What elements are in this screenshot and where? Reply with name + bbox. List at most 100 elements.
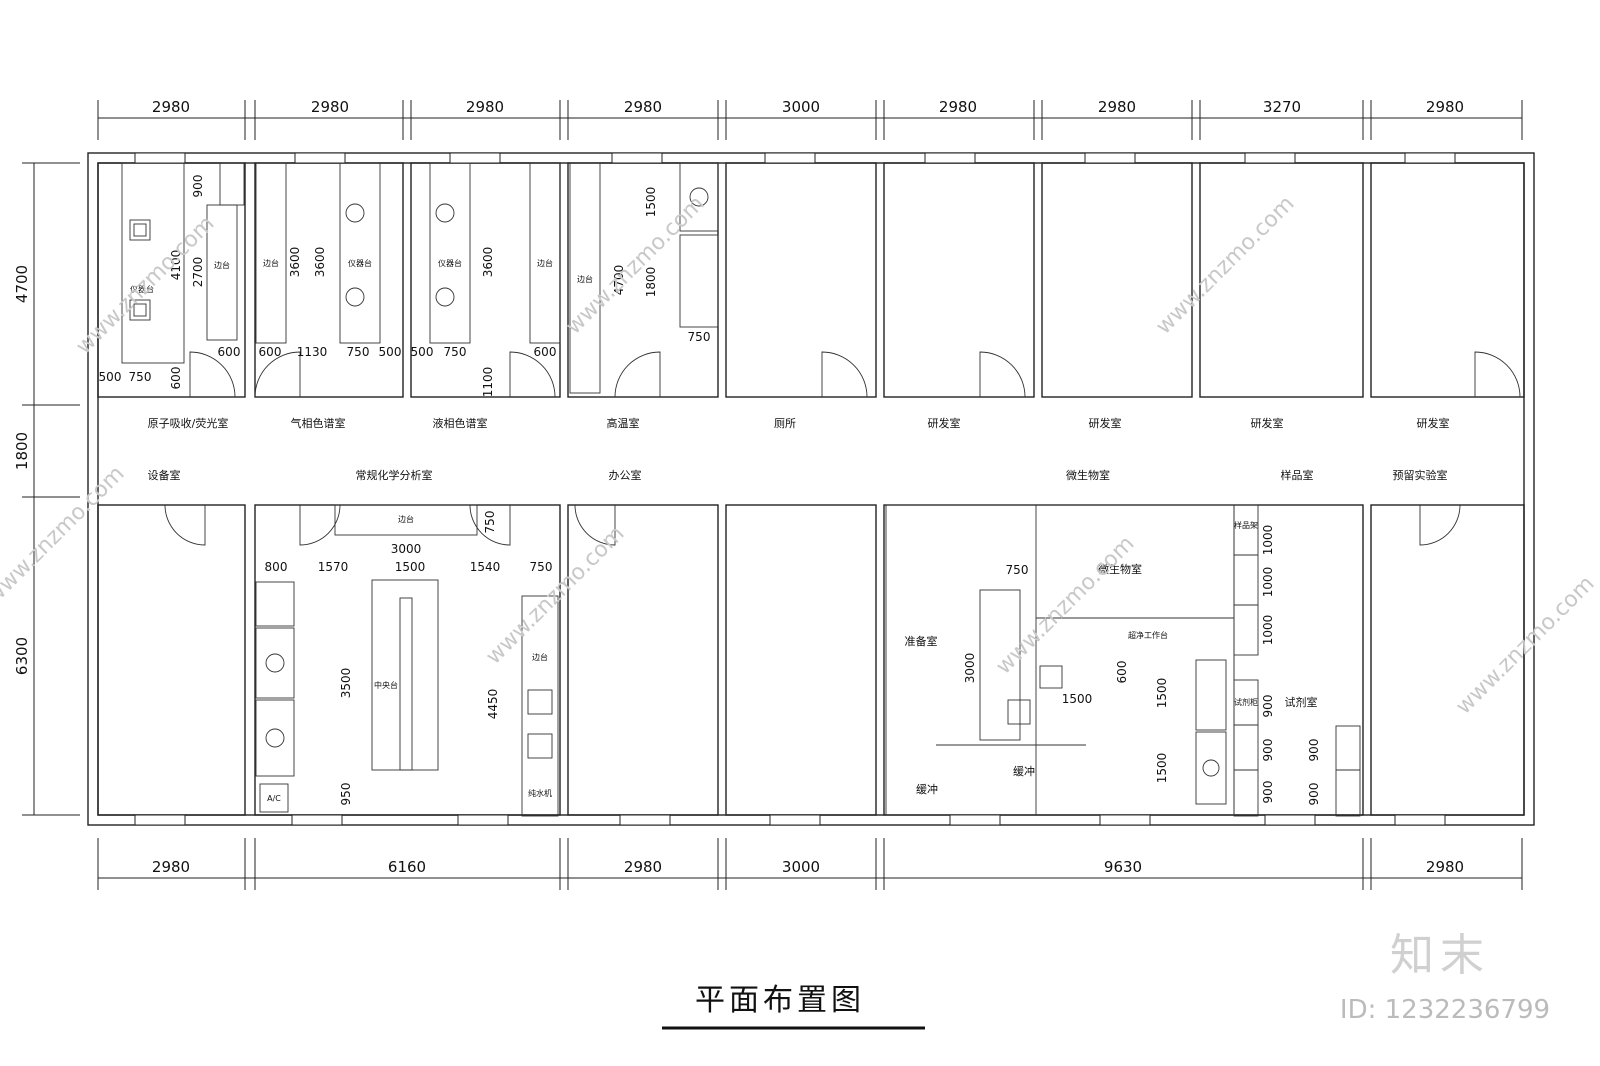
room-cell bbox=[254, 162, 404, 398]
bottom-dim-6: 2980 bbox=[1426, 858, 1464, 876]
room-rd-3: 研发室 bbox=[1251, 416, 1284, 430]
bottom-dimension-line bbox=[97, 838, 1523, 890]
room-cell bbox=[725, 504, 877, 816]
room-equipment: 设备室 bbox=[148, 468, 181, 482]
ht-room-fixtures: 边台 1500 4700 1800 750 bbox=[569, 162, 719, 394]
window bbox=[449, 152, 501, 164]
room-aa: 原子吸收/荧光室 bbox=[148, 416, 229, 430]
fixture-instrument-table: 仪器台 bbox=[130, 284, 154, 294]
top-dim-7: 2980 bbox=[1098, 98, 1136, 116]
micro-dim-1000b: 1000 bbox=[1261, 567, 1275, 598]
ht-dim-1800: 1800 bbox=[644, 267, 658, 298]
windows bbox=[134, 152, 1456, 826]
window bbox=[1404, 152, 1456, 164]
chem-dim-800: 800 bbox=[265, 560, 288, 574]
transfer-window bbox=[1039, 665, 1063, 689]
stone-bench bbox=[679, 234, 719, 328]
aa-dim-600: 600 bbox=[218, 345, 241, 359]
fixture-side-table: 边台 bbox=[537, 258, 553, 268]
chem-dim-950: 950 bbox=[339, 783, 353, 806]
micro-dim-1500: 1500 bbox=[1062, 692, 1093, 706]
left-dim-1: 4700 bbox=[13, 265, 31, 303]
door-swing bbox=[469, 504, 511, 546]
instrument-icon bbox=[129, 219, 151, 241]
micro-dim-900e: 900 bbox=[1307, 783, 1321, 806]
door-swing bbox=[1474, 351, 1521, 398]
bottom-row-rooms bbox=[97, 504, 1525, 816]
bottom-dim-1: 2980 bbox=[152, 858, 190, 876]
window bbox=[1264, 814, 1316, 826]
fixture-side-table: 边台 bbox=[398, 514, 414, 524]
door-swing bbox=[1419, 504, 1461, 546]
instrument-icon bbox=[129, 299, 151, 321]
window bbox=[924, 152, 976, 164]
lc-dim-600: 600 bbox=[534, 345, 557, 359]
room-reagent: 试剂室 bbox=[1285, 695, 1318, 709]
sample-rack bbox=[1233, 504, 1259, 656]
micro-dim-3000: 3000 bbox=[963, 653, 977, 684]
top-row-rooms bbox=[97, 162, 1525, 398]
room-rd-4: 研发室 bbox=[1417, 416, 1450, 430]
chem-dim-4450: 4450 bbox=[486, 689, 500, 720]
room-ht: 高温室 bbox=[607, 416, 640, 430]
room-rd-1: 研发室 bbox=[928, 416, 961, 430]
gc-dim-3600a: 3600 bbox=[288, 247, 302, 278]
aa-dim-500: 500 bbox=[99, 370, 122, 384]
room-micro: 微生物室 bbox=[1066, 468, 1110, 482]
ac-unit bbox=[259, 783, 289, 813]
door-swing bbox=[574, 504, 616, 546]
micro-dim-900c: 900 bbox=[1261, 781, 1275, 804]
chem-dim-1500: 1500 bbox=[395, 560, 426, 574]
gc-dim-1130: 1130 bbox=[297, 345, 328, 359]
micro-sink bbox=[1007, 699, 1031, 725]
top-dim-2: 2980 bbox=[311, 98, 349, 116]
outer-walls bbox=[87, 152, 1535, 826]
sink-2 bbox=[527, 733, 553, 759]
room-reserved: 预留实验室 bbox=[1393, 468, 1448, 482]
window bbox=[1244, 152, 1296, 164]
door-swing bbox=[299, 504, 341, 546]
top-dimension-line bbox=[97, 100, 1523, 140]
window bbox=[457, 814, 509, 826]
watermark: www.znzmo.com bbox=[1151, 191, 1299, 339]
chem-dim-750b: 750 bbox=[530, 560, 553, 574]
fume-hood-1 bbox=[255, 627, 295, 699]
room-labels: 原子吸收/荧光室 气相色谱室 液相色谱室 高温室 厕所 研发室 研发室 研发室 … bbox=[148, 416, 1450, 796]
top-dim-3: 2980 bbox=[466, 98, 504, 116]
lc-dim-500: 500 bbox=[411, 345, 434, 359]
door-swing bbox=[821, 351, 868, 398]
window bbox=[134, 814, 186, 826]
sink-1 bbox=[527, 689, 553, 715]
fixture-sample-rack: 样品架 bbox=[1234, 520, 1258, 530]
room-prep: 准备室 bbox=[905, 634, 938, 648]
gc-dim-600: 600 bbox=[259, 345, 282, 359]
bottom-dim-3: 2980 bbox=[624, 858, 662, 876]
door-swing bbox=[509, 351, 556, 398]
micro-dim-1000c: 1000 bbox=[1261, 615, 1275, 646]
micro-dim-1500c: 1500 bbox=[1155, 753, 1169, 784]
fixture-instrument-table: 仪器台 bbox=[348, 258, 372, 268]
window bbox=[134, 152, 186, 164]
chem-dim-3500: 3500 bbox=[339, 668, 353, 699]
micro-dim-1500b: 1500 bbox=[1155, 678, 1169, 709]
room-cell bbox=[1370, 504, 1525, 816]
gc-dim-750: 750 bbox=[347, 345, 370, 359]
ht-dim-4700: 4700 bbox=[612, 265, 626, 296]
door-swing bbox=[254, 351, 301, 398]
bottom-dim-4: 3000 bbox=[782, 858, 820, 876]
top-dim-8: 3270 bbox=[1263, 98, 1301, 116]
window bbox=[1084, 152, 1136, 164]
autoclave bbox=[1195, 731, 1227, 805]
gc-dim-500: 500 bbox=[379, 345, 402, 359]
fixture-side-table: 边台 bbox=[263, 258, 279, 268]
room-cell bbox=[1041, 162, 1193, 398]
room-buffer-1: 缓冲 bbox=[1013, 764, 1035, 778]
room-gc: 气相色谱室 bbox=[291, 416, 346, 430]
chem-dim-1570: 1570 bbox=[318, 560, 349, 574]
window bbox=[294, 152, 346, 164]
top-dim-6: 2980 bbox=[939, 98, 977, 116]
room-chem: 常规化学分析室 bbox=[356, 468, 433, 482]
gc-dim-3600b: 3600 bbox=[313, 247, 327, 278]
watermark: www.znzmo.com bbox=[991, 531, 1139, 679]
